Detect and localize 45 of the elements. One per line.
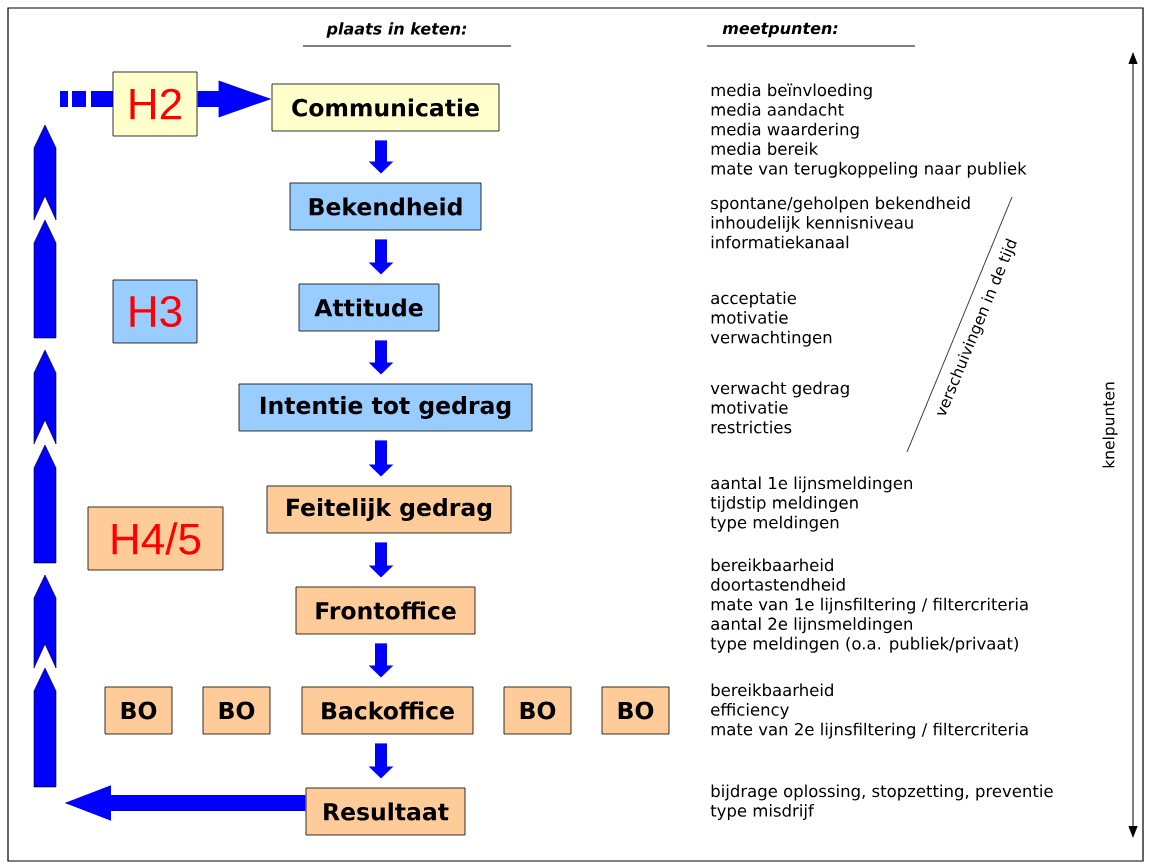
process-box: BO xyxy=(601,686,670,735)
chapter-box: H3 xyxy=(112,279,198,344)
measure-text: restricties xyxy=(711,420,792,434)
measure-text: mate van terugkoppeling naar publiek xyxy=(711,161,1027,178)
measure-text: aantal 2e lijnsmeldingen xyxy=(711,617,912,634)
measure-text: inhoudelijk kennisniveau xyxy=(711,216,913,233)
measure-text: bereikbaarheid xyxy=(711,558,833,572)
measure-text: acceptatie xyxy=(711,291,796,308)
measure-text: verwachtingen xyxy=(710,330,832,347)
measure-text: bereikbaarheid xyxy=(711,683,833,697)
process-box: Feitelijk gedrag xyxy=(266,485,512,534)
measure-text: type meldingen xyxy=(710,515,839,532)
process-box: BO xyxy=(503,686,572,735)
measure-text: tijdstip meldingen xyxy=(710,496,858,513)
measure-text: motivatie xyxy=(711,401,788,414)
process-box: Communicatie xyxy=(271,83,500,132)
process-box: Bekendheid xyxy=(289,182,482,231)
measure-text: doortastendheid xyxy=(711,578,845,591)
process-box: Attitude xyxy=(298,283,440,332)
measure-text: mate van 1e lijnsfiltering / filtercriteria xyxy=(711,597,1028,614)
measure-text: media aandacht xyxy=(711,103,844,116)
measure-text: verwacht gedrag xyxy=(710,381,849,398)
measure-text: media beïnvloeding xyxy=(711,83,872,100)
measure-text: media waardering xyxy=(711,122,859,139)
measure-text: motivatie xyxy=(711,311,788,324)
rotated-text: knelpunten xyxy=(1102,382,1118,468)
column-header: meetpunten: xyxy=(722,22,838,38)
measure-text: media bereik xyxy=(711,142,819,156)
chapter-box: H4/5 xyxy=(87,506,224,571)
process-box: Backoffice xyxy=(301,686,474,735)
measure-text: spontane/geholpen bekendheid xyxy=(711,196,970,213)
process-box: BO xyxy=(104,686,173,735)
measure-text: type meldingen (o.a. publiek/privaat) xyxy=(710,636,1018,653)
measure-text: mate van 2e lijnsfiltering / filtercriteria xyxy=(711,722,1028,739)
measure-text: type misdrijf xyxy=(710,804,815,821)
measure-text: aantal 1e lijnsmeldingen xyxy=(711,476,912,493)
process-box: BO xyxy=(202,686,271,735)
column-header: plaats in keten: xyxy=(326,22,467,38)
process-box: Frontoffice xyxy=(295,586,476,635)
process-box: Intentie tot gedrag xyxy=(238,383,533,432)
measure-text: bijdrage oplossing, stopzetting, preventie xyxy=(711,784,1053,801)
measure-text: informatiekanaal xyxy=(711,235,849,249)
process-box: Resultaat xyxy=(305,787,466,836)
chapter-box: H2 xyxy=(112,71,198,137)
measure-text: efficiency xyxy=(711,703,789,720)
